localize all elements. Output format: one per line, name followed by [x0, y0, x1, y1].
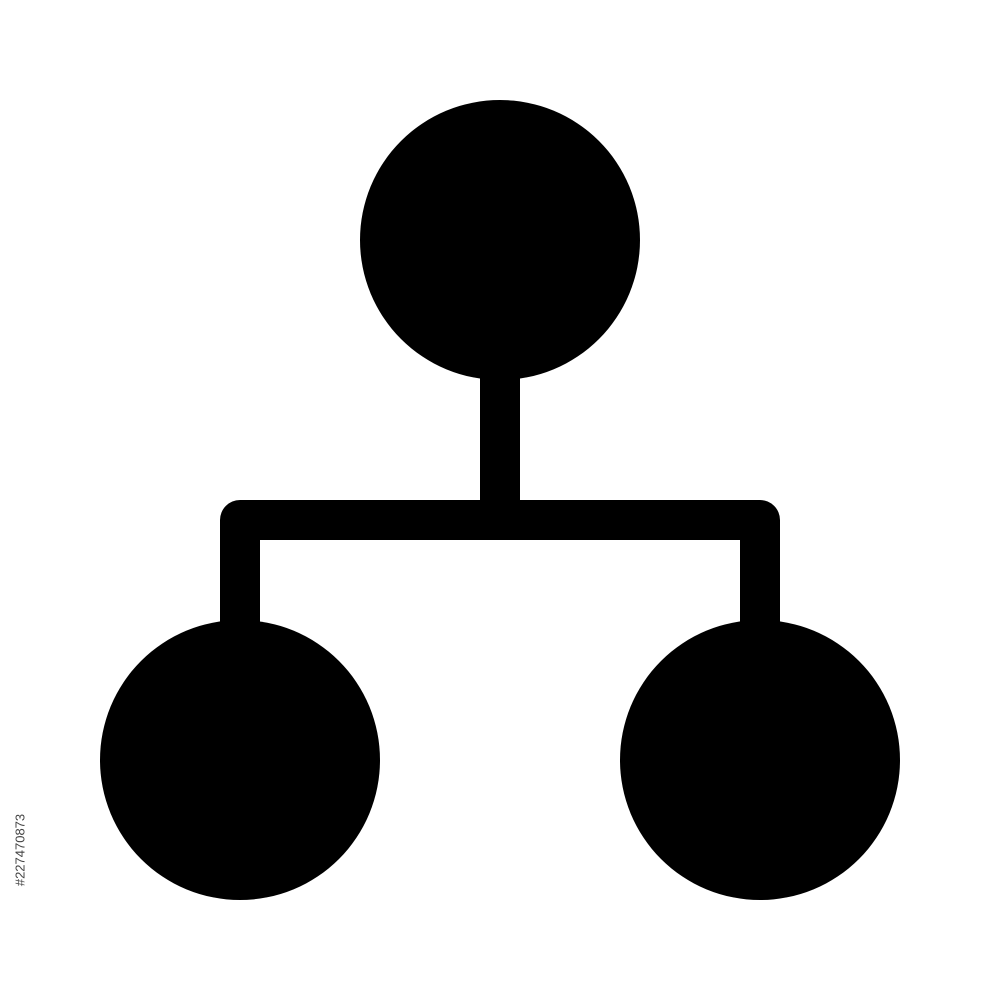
node-root	[360, 100, 640, 380]
node-left-child	[100, 620, 380, 900]
branch-connector	[220, 500, 780, 630]
node-right-child	[620, 620, 900, 900]
stock-id-watermark: #227470873	[10, 780, 30, 920]
connector-lines	[220, 370, 780, 630]
nodes	[100, 100, 900, 900]
stock-id-text: #227470873	[12, 813, 28, 887]
